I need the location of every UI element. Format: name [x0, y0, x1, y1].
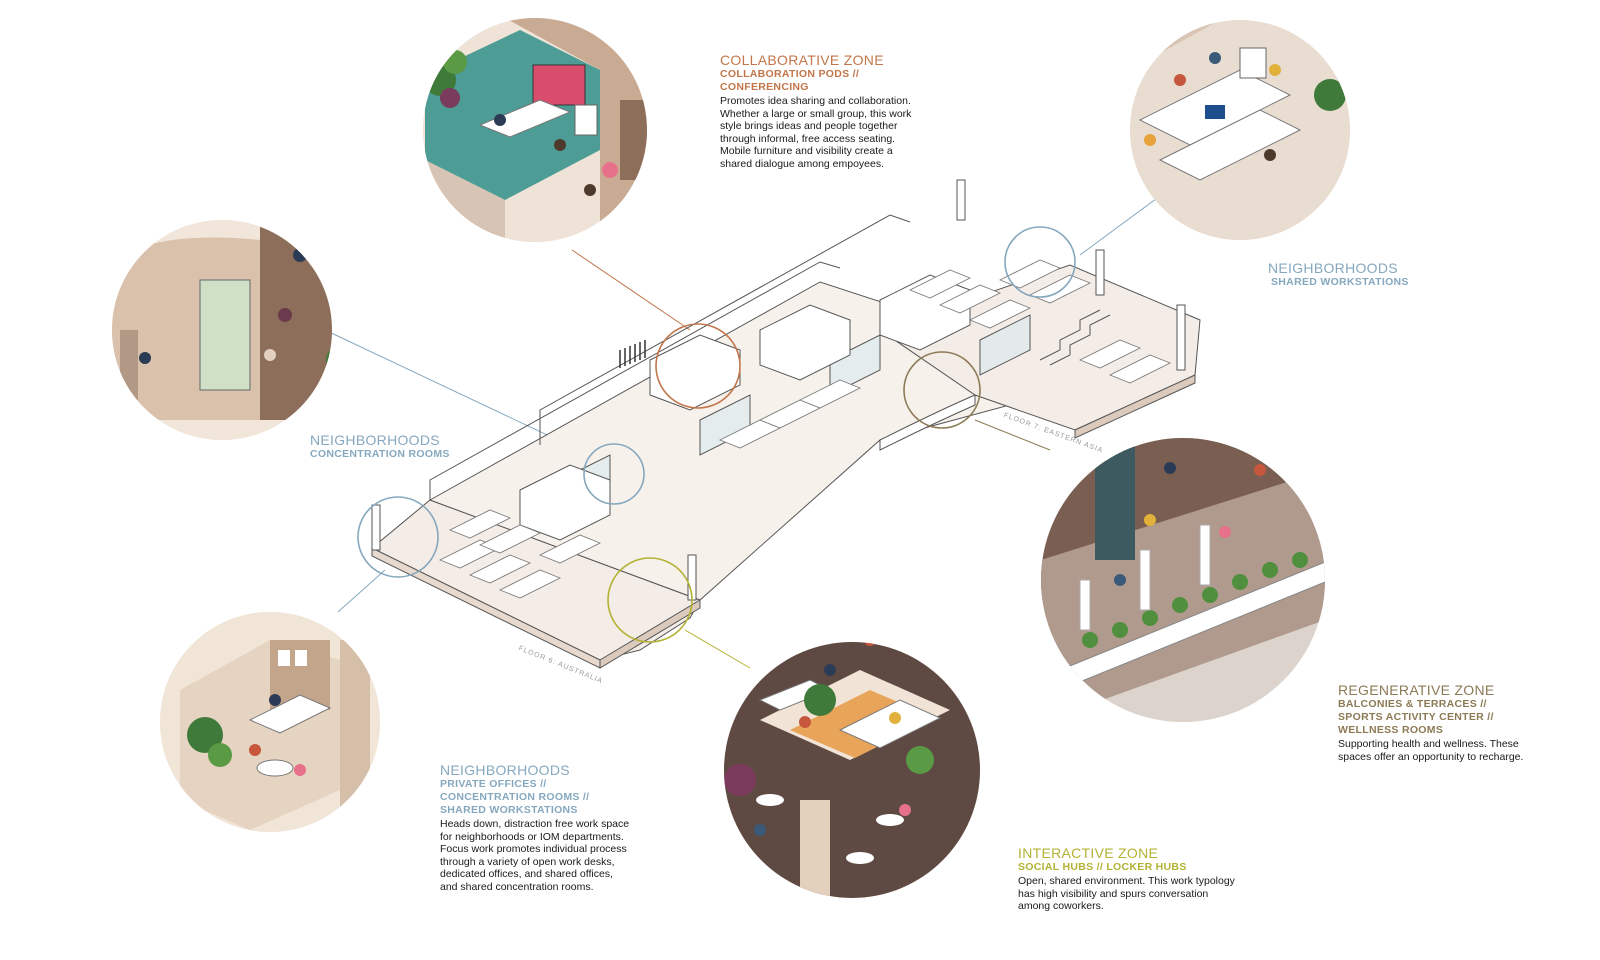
shared-workstations-text: NEIGHBORHOODS SHARED WORKSTATIONS [1268, 260, 1468, 289]
collaborative-zone-subtitle-2: CONFERENCING [720, 81, 809, 93]
collaborative-zone-text: COLLABORATIVE ZONE COLLABORATION PODS //… [720, 52, 925, 170]
leader-regenerative [974, 419, 1051, 451]
regenerative-zone-description: Supporting health and wellness. These sp… [1338, 738, 1524, 763]
vignette-collaborative [423, 18, 647, 242]
collaborative-zone-title: COLLABORATIVE ZONE [720, 52, 884, 68]
leader-shared-workstations [1079, 195, 1161, 256]
callout-regenerative [903, 351, 981, 429]
curved-ramp [879, 394, 976, 451]
concentration-rooms-text: NEIGHBORHOODS CONCENTRATION ROOMS [310, 432, 510, 461]
leader-collaborative [571, 249, 691, 331]
concentration-rooms-subtitle: CONCENTRATION ROOMS [310, 448, 450, 460]
isometric-floor-plan [371, 179, 1201, 669]
interactive-zone-text: INTERACTIVE ZONE SOCIAL HUBS // LOCKER H… [1018, 845, 1238, 913]
vignette-concentration-rooms [112, 220, 332, 440]
regenerative-zone-subtitle: BALCONIES & TERRACES // [1338, 698, 1487, 710]
interactive-zone-title: INTERACTIVE ZONE [1018, 845, 1159, 861]
callout-shared-workstations [1004, 226, 1076, 298]
interactive-zone-subtitle: SOCIAL HUBS // LOCKER HUBS [1018, 861, 1187, 873]
leader-interactive [684, 629, 751, 669]
vignette-interactive [724, 642, 980, 898]
regenerative-zone-subtitle-2: SPORTS ACTIVITY CENTER // [1338, 711, 1494, 723]
callout-interactive [607, 557, 693, 643]
private-offices-subtitle-3: SHARED WORKSTATIONS [440, 804, 578, 816]
leader-lines [324, 195, 1161, 669]
private-offices-text: NEIGHBORHOODS PRIVATE OFFICES // CONCENT… [440, 762, 630, 893]
private-offices-title: NEIGHBORHOODS [440, 762, 570, 778]
callout-concentration-rooms [583, 443, 645, 505]
vignette-shared-workstations [1130, 20, 1350, 240]
staircase [1039, 309, 1111, 366]
callout-collaborative [655, 323, 741, 409]
regenerative-zone-title: REGENERATIVE ZONE [1338, 682, 1495, 698]
callout-private-offices [357, 496, 439, 578]
plan-callouts [357, 226, 1076, 643]
vignette-regenerative [1041, 438, 1325, 722]
leader-private-offices [337, 569, 386, 613]
shared-workstations-title: NEIGHBORHOODS [1268, 260, 1398, 276]
private-offices-subtitle: PRIVATE OFFICES // [440, 778, 547, 790]
private-offices-subtitle-2: CONCENTRATION ROOMS // [440, 791, 590, 803]
collaborative-zone-description: Promotes idea sharing and collaboration.… [720, 95, 912, 170]
shared-workstations-subtitle: SHARED WORKSTATIONS [1271, 276, 1409, 288]
regenerative-zone-text: REGENERATIVE ZONE BALCONIES & TERRACES /… [1338, 682, 1528, 763]
vignette-private-offices [160, 612, 380, 832]
private-offices-description: Heads down, distraction free work space … [440, 818, 630, 893]
concentration-rooms-title: NEIGHBORHOODS [310, 432, 440, 448]
regenerative-zone-subtitle-3: WELLNESS ROOMS [1338, 724, 1444, 736]
interactive-zone-description: Open, shared environment. This work typo… [1018, 875, 1235, 912]
collaborative-zone-subtitle: COLLABORATION PODS // [720, 68, 860, 80]
